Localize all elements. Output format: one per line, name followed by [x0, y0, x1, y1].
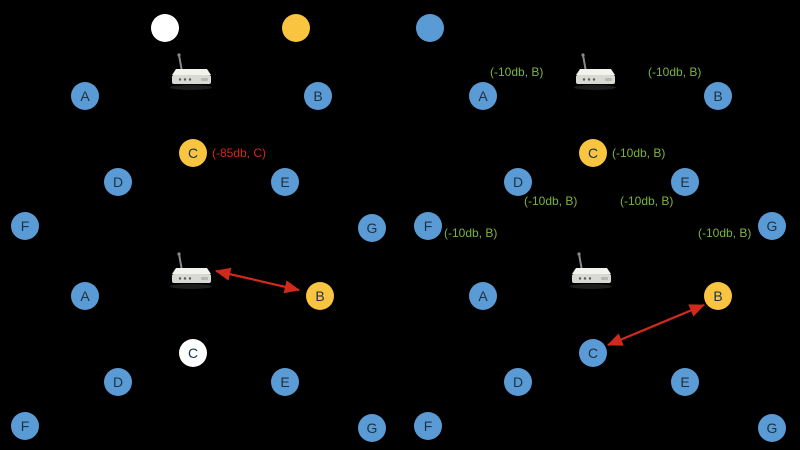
node-bottom-left-a: A [71, 282, 99, 310]
node-top-left-c: C [179, 139, 207, 167]
node-label: A [80, 88, 90, 104]
node-label: B [313, 88, 323, 104]
node-top-left-a: A [71, 82, 99, 110]
node-label: E [680, 174, 690, 190]
node-bottom-right-c: C [579, 339, 607, 367]
arrow-b-to-c [606, 303, 706, 347]
node-label: E [280, 374, 290, 390]
node-label: G [766, 218, 778, 234]
node-top-right-d: D [504, 168, 532, 196]
node-label: B [713, 88, 723, 104]
node-label: A [80, 288, 90, 304]
node-label: E [280, 174, 290, 190]
node-bottom-right-e: E [671, 368, 699, 396]
node-label: A [478, 288, 488, 304]
node-top-right-c: C [579, 139, 607, 167]
annotation-tr-c: (-10db, B) [612, 146, 666, 160]
node-bottom-right-f: F [414, 412, 442, 440]
node-label: D [112, 174, 124, 190]
node-label: C [587, 345, 599, 361]
node-bottom-left-f: F [11, 412, 39, 440]
node-top-right-e: E [671, 168, 699, 196]
router-icon-top-left [167, 52, 215, 92]
annotation-tr-e: (-10db, B) [620, 194, 674, 208]
node-top-left-d: D [104, 168, 132, 196]
node-bottom-left-g: G [358, 414, 386, 442]
legend-circle-yellow [282, 14, 310, 42]
node-top-right-a: A [469, 82, 497, 110]
node-label: G [366, 420, 378, 436]
node-label: B [315, 288, 325, 304]
node-top-right-f: F [414, 212, 442, 240]
node-bottom-right-a: A [469, 282, 497, 310]
annotation-tl-c: (-85db, C) [212, 146, 267, 160]
node-label: A [478, 88, 488, 104]
node-top-right-b: B [704, 82, 732, 110]
node-label: G [766, 420, 778, 436]
legend-circle-blue [416, 14, 444, 42]
node-label: C [587, 145, 599, 161]
arrow-router-to-b [214, 267, 301, 294]
node-label: F [20, 418, 30, 434]
router-icon-top-right [571, 52, 619, 92]
node-label: E [680, 374, 690, 390]
node-top-left-f: F [11, 212, 39, 240]
annotation-tr-b: (-10db, B) [648, 65, 702, 79]
node-bottom-left-e: E [271, 368, 299, 396]
annotation-tr-a: (-10db, B) [490, 65, 544, 79]
node-label: C [187, 145, 199, 161]
node-top-left-b: B [304, 82, 332, 110]
node-bottom-left-d: D [104, 368, 132, 396]
node-top-right-g: G [758, 212, 786, 240]
node-bottom-right-g: G [758, 414, 786, 442]
node-top-left-g: G [358, 214, 386, 242]
node-label: D [512, 374, 524, 390]
annotation-tr-g: (-10db, B) [698, 226, 752, 240]
node-bottom-left-c: C [179, 339, 207, 367]
node-bottom-right-d: D [504, 368, 532, 396]
node-label: C [187, 345, 199, 361]
router-icon-bottom-right [567, 251, 615, 291]
annotation-tr-d: (-10db, B) [524, 194, 578, 208]
legend-circle-white [151, 14, 179, 42]
node-label: F [423, 218, 433, 234]
node-bottom-right-b: B [704, 282, 732, 310]
node-label: G [366, 220, 378, 236]
node-top-left-e: E [271, 168, 299, 196]
node-label: D [512, 174, 524, 190]
node-label: B [713, 288, 723, 304]
node-label: D [112, 374, 124, 390]
annotation-tr-f: (-10db, B) [444, 226, 498, 240]
node-label: F [20, 218, 30, 234]
router-icon-bottom-left [167, 251, 215, 291]
node-bottom-left-b: B [306, 282, 334, 310]
node-label: F [423, 418, 433, 434]
